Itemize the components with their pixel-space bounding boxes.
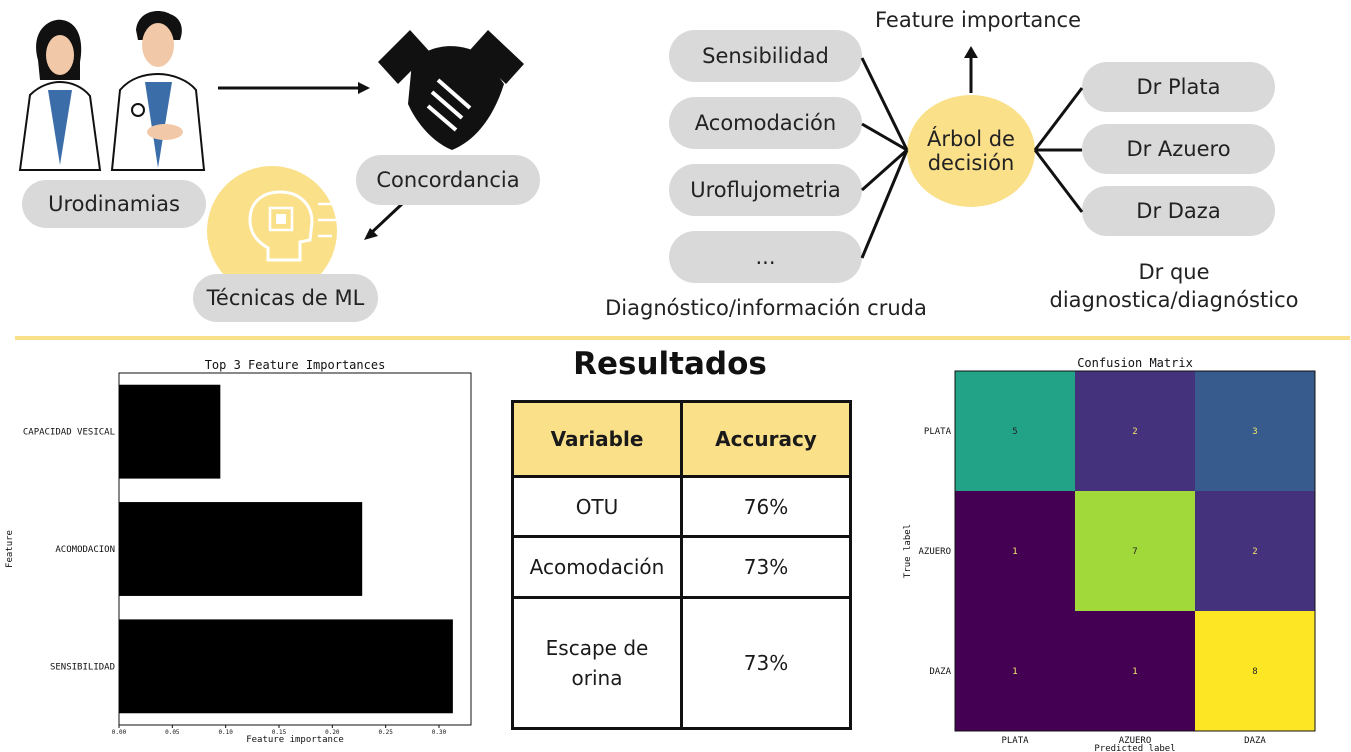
decision-tree-node: Árbol de decisión [907, 95, 1035, 207]
cell-value-label: 1 [1012, 667, 1017, 677]
y-axis-label: Feature [5, 530, 15, 568]
results-table: Variable Accuracy OTU 76% Acomodación 73… [511, 400, 852, 731]
y-tick-label: PLATA [924, 427, 952, 437]
table-row: OTU 76% [511, 474, 852, 539]
x-tick-label: 0.05 [165, 729, 180, 736]
heatmap-cell [1075, 371, 1195, 491]
x-tick-label: DAZA [1244, 736, 1266, 746]
cell-value-label: 2 [1252, 547, 1257, 557]
table-header-row: Variable Accuracy [511, 400, 852, 478]
caption-doctor-line2: diagnostica/diagnóstico [1049, 288, 1299, 312]
cell-variable: Acomodación [511, 535, 683, 599]
urodinamias-pill: Urodinamias [22, 180, 206, 228]
heatmap-cell [1195, 491, 1315, 611]
x-tick-label: 0.15 [272, 729, 287, 736]
concordancia-pill: Concordancia [356, 155, 540, 205]
y-axis-label: True label [903, 524, 913, 578]
bar [119, 502, 363, 596]
input-pill-ellipsis: ... [669, 231, 862, 283]
bar [119, 619, 453, 714]
y-tick-label: CAPACIDAD VESICAL [23, 428, 115, 438]
table-row: Acomodación 73% [511, 535, 852, 599]
heatmap-cell [955, 611, 1075, 731]
x-tick-label: 0.10 [218, 729, 233, 736]
input-pill-uroflujometria: Uroflujometria [669, 164, 862, 216]
input-pill-sensibilidad: Sensibilidad [669, 30, 862, 82]
y-tick-label: AZUERO [918, 547, 951, 557]
heatmap-cell [1195, 371, 1315, 491]
cell-value-label: 1 [1132, 667, 1137, 677]
female-doctor-icon [18, 19, 102, 171]
tecnicas-ml-pill: Técnicas de ML [193, 274, 378, 322]
brain-chip-icon [248, 190, 336, 262]
doctor-pill-azuero: Dr Azuero [1082, 124, 1275, 174]
cell-value-label: 3 [1252, 427, 1257, 437]
cell-value-label: 7 [1132, 547, 1137, 557]
feature-importance-label: Feature importance [874, 8, 1081, 32]
tree-label-line1: Árbol de [927, 127, 1015, 151]
bar [119, 384, 221, 479]
x-axis-label: Predicted label [1094, 744, 1175, 752]
tree-label-line2: decisión [927, 151, 1015, 175]
cell-value-label: 1 [1012, 547, 1017, 557]
doctor-pill-daza: Dr Daza [1082, 186, 1275, 236]
doctor-pill-plata: Dr Plata [1082, 62, 1275, 112]
chart-title: Confusion Matrix [1077, 356, 1193, 370]
header-accuracy: Accuracy [680, 400, 852, 478]
header-variable: Variable [511, 400, 683, 478]
cell-value-label: 8 [1252, 667, 1257, 677]
x-axis-label: Feature importance [246, 735, 344, 745]
cell-variable: Escape de orina [511, 595, 683, 731]
heatmap-cell [1075, 491, 1195, 611]
heatmap-cell [1195, 611, 1315, 731]
input-pill-acomodacion: Acomodación [669, 97, 862, 149]
caption-raw-info: Diagnóstico/información cruda [605, 296, 927, 320]
heatmap-cell [955, 371, 1075, 491]
x-tick-label: 0.20 [325, 729, 340, 736]
y-tick-label: SENSIBILIDAD [50, 662, 115, 672]
y-tick-label: DAZA [929, 667, 951, 677]
male-doctor-icon [110, 11, 206, 171]
cell-value-label: 2 [1132, 427, 1137, 437]
x-tick-label: 0.25 [378, 729, 393, 736]
x-tick-label: 0.00 [112, 729, 127, 736]
caption-doctor: Dr que diagnostica/diagnóstico [1040, 258, 1308, 314]
table-row: Escape de orina 73% [511, 595, 852, 731]
cell-accuracy: 73% [680, 535, 852, 599]
heatmap-cell [955, 491, 1075, 611]
plot-frame [954, 370, 1316, 732]
cell-accuracy: 76% [680, 474, 852, 539]
results-title: Resultados [573, 346, 767, 382]
y-tick-label: ACOMODACION [55, 545, 115, 555]
cell-value-label: 5 [1012, 427, 1017, 437]
handshake-icon [378, 30, 524, 150]
x-tick-label: 0.30 [432, 729, 447, 736]
x-tick-label: PLATA [1001, 736, 1029, 746]
cell-variable: OTU [511, 474, 683, 539]
cell-accuracy: 73% [680, 595, 852, 731]
x-tick-label: AZUERO [1119, 736, 1152, 746]
section-divider [15, 336, 1350, 340]
chart-title: Top 3 Feature Importances [205, 358, 386, 372]
heatmap-cell [1075, 611, 1195, 731]
caption-doctor-line1: Dr que [1138, 260, 1210, 284]
